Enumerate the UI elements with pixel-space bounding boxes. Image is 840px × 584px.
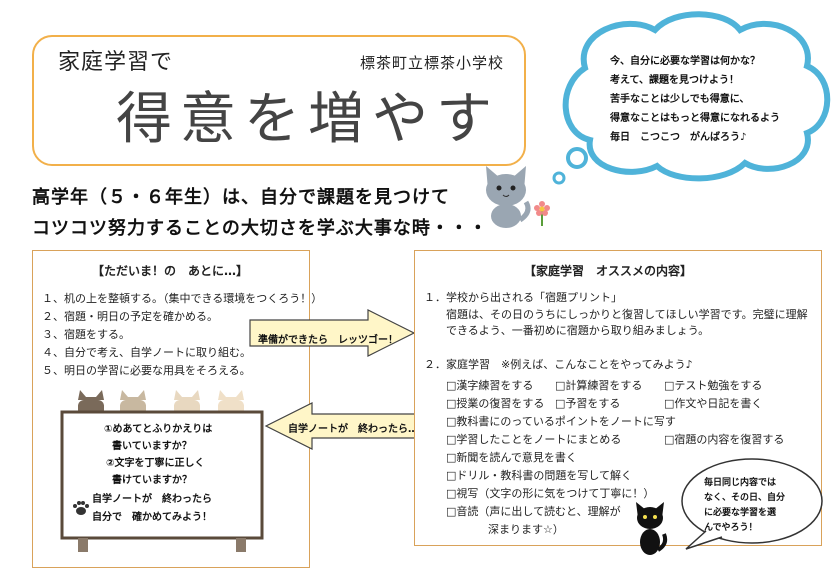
list-item: ５、明日の学習に必要な用具をそろえる。 [42,364,251,377]
black-cat-illustration [636,502,668,555]
note-line-1: 毎日同じ内容では [704,478,777,488]
cloud-line-4: 得意なことはもっと得意になれるよう [610,113,780,124]
checkbox-item[interactable]: □作文や日記を書く [664,397,763,410]
left-panel-heading: 【ただいま！の あとに…】 [92,264,249,278]
cloud-line-5: 毎日 こつこつ がんばろう♪ [610,132,747,143]
checkbox-item-continuation: 深まります☆） [488,523,564,536]
checkbox-item[interactable]: □学習したことをノートにまとめる [446,433,622,446]
checkbox-item[interactable]: □授業の復習をする [446,397,545,410]
list-item: ４、自分で考え、自学ノートに取り組む。 [42,346,251,359]
right-panel-heading: 【家庭学習 オススメの内容】 [524,264,693,278]
sign-board [60,410,264,552]
arrow-left-label: 自学ノートが 終わったら… [288,424,418,435]
cloud-line-3: 苦手なことは少しでも得意に、 [610,94,750,105]
list-item: １、机の上を整頓する。（集中できる環境をつくろう！） [42,292,323,305]
homework-text-2: できるよう、一番初めに宿題から取り組みましょう。 [446,324,710,337]
title-frame [32,35,526,166]
cat-illustration [486,166,531,228]
headline-line-2: コツコツ努力することの大切さを学ぶ大事な時・・・ [32,218,488,239]
checkbox-item[interactable]: □テスト勉強をする [664,379,763,392]
list-item: ３、宿題をする。 [42,328,130,341]
cloud-line-1: 今、自分に必要な学習は何かな？ [610,56,760,67]
checkbox-item[interactable]: □計算練習をする [555,379,643,392]
board-line-3: ②文字を丁寧に正しく [106,458,205,469]
subtitle: 家庭学習で [58,50,174,75]
note-line-3: に必要な学習を選 [704,508,777,518]
home-study-heading: ２．家庭学習 ※例えば、こんなことをやってみよう♪ [424,358,693,371]
cloud-line-2: 考えて、課題を見つけよう！ [610,75,739,86]
checkbox-item[interactable]: □視写（文字の形に気をつけて丁寧に！） [446,487,655,500]
checkbox-item[interactable]: □教科書にのっているポイントをノートに写す [446,415,676,428]
homework-text-1: 宿題は、その日のうちにしっかりと復習してほしい学習です。完璧に理解 [446,308,808,321]
board-line-6: 自分で 確かめてみよう！ [92,512,212,523]
board-line-2: 書いていますか？ [112,441,192,452]
arrow-right-label: 準備ができたら レッツゴー！ [258,335,398,346]
right-arrow-icon [249,309,416,357]
headline-line-1: 高学年（５・６年生）は、自分で課題を見つけて [32,187,450,208]
note-bubble [681,458,823,550]
speech-cloud [552,11,831,185]
left-arrow-icon [264,402,423,450]
board-line-4: 書けていますか？ [112,475,192,486]
board-line-5: 自学ノートが 終わったら [92,494,212,505]
checkbox-item[interactable]: □宿題の内容を復習する [664,433,785,446]
page-title: 得意を増やす [116,87,500,152]
school-name: 標茶町立標茶小学校 [360,54,505,72]
board-line-1: ①めあてとふりかえりは [104,424,213,435]
paw-icon [73,501,89,515]
checkbox-item[interactable]: □ドリル・教科書の問題を写して解く [446,469,633,482]
note-line-2: なく、その日、自分 [704,493,786,503]
list-item: ２、宿題・明日の予定を確かめる。 [42,310,218,323]
homework-heading: １．学校から出される「宿題プリント」 [424,291,622,304]
flower-icon [534,201,550,226]
checkbox-item[interactable]: □新聞を読んで意見を書く [446,451,577,464]
checkbox-item[interactable]: □音読（声に出して読むと、理解が [446,505,621,518]
checkbox-item[interactable]: □予習をする [555,397,621,410]
checkbox-item[interactable]: □漢字練習をする [446,379,534,392]
note-line-4: んでやろう！ [704,523,758,533]
